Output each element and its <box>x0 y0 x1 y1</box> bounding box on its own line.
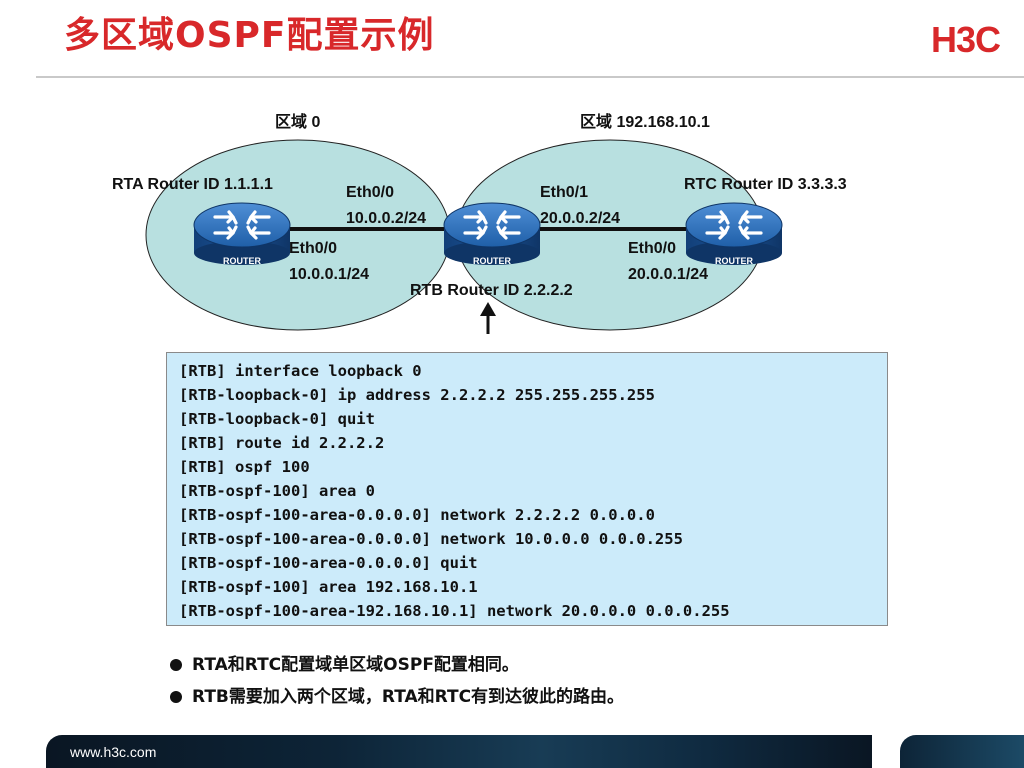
up-arrow-icon <box>480 302 496 334</box>
config-line: [RTB] interface loopback 0 <box>179 362 422 380</box>
bullet-dot-icon <box>170 659 182 671</box>
bullet-item: RTB需要加入两个区域，RTA和RTC有到达彼此的路由。 <box>168 686 624 718</box>
title-divider <box>36 76 1024 78</box>
rtc-router-id: RTC Router ID 3.3.3.3 <box>684 176 847 193</box>
rtc-eth0-0-ip: 20.0.0.1/24 <box>628 266 709 283</box>
config-line: [RTB-ospf-100] area 192.168.10.1 <box>179 578 478 596</box>
router-caption: ROUTER <box>715 256 754 266</box>
config-line: [RTB-ospf-100-area-0.0.0.0] quit <box>179 554 478 572</box>
router-rtb: ROUTER <box>442 201 542 267</box>
slide-title: 多区域OSPF配置示例 <box>64 15 435 56</box>
config-line: [RTB-ospf-100-area-0.0.0.0] network 2.2.… <box>179 506 655 524</box>
rtb-eth0-0-name: Eth0/0 <box>346 184 395 201</box>
bullet-dot-icon <box>170 691 182 703</box>
footer-tab <box>900 735 1024 768</box>
rtc-eth0-0-name: Eth0/0 <box>628 240 677 257</box>
router-rta: ROUTER <box>192 201 292 267</box>
bullet-text: RTB需要加入两个区域，RTA和RTC有到达彼此的路由。 <box>192 687 625 707</box>
area-0-label: 区域 0 <box>275 114 321 131</box>
area-0-region <box>145 139 451 331</box>
rta-eth0-0-ip: 10.0.0.1/24 <box>289 266 370 283</box>
rta-eth0-0-name: Eth0/0 <box>289 240 338 257</box>
config-line: [RTB-loopback-0] quit <box>179 410 375 428</box>
rtb-eth0-0-ip: 10.0.0.2/24 <box>346 210 427 227</box>
bullet-list: RTA和RTC配置域单区域OSPF配置相同。 RTB需要加入两个区域，RTA和R… <box>168 654 624 718</box>
config-line: [RTB] ospf 100 <box>179 458 310 476</box>
footer-banner: www.h3c.com <box>46 735 872 768</box>
rtb-eth0-1-ip: 20.0.0.2/24 <box>540 210 621 227</box>
config-code-box: [RTB] interface loopback 0 [RTB-loopback… <box>166 352 888 626</box>
config-line: [RTB-ospf-100] area 0 <box>179 482 375 500</box>
bullet-text: RTA和RTC配置域单区域OSPF配置相同。 <box>192 655 519 675</box>
config-line: [RTB-ospf-100-area-0.0.0.0] network 10.0… <box>179 530 683 548</box>
config-line: [RTB-loopback-0] ip address 2.2.2.2 255.… <box>179 386 655 404</box>
bullet-item: RTA和RTC配置域单区域OSPF配置相同。 <box>168 654 624 686</box>
router-caption: ROUTER <box>473 256 512 266</box>
router-caption: ROUTER <box>223 256 262 266</box>
config-line: [RTB-ospf-100-area-192.168.10.1] network… <box>179 602 730 620</box>
rtb-router-id: RTB Router ID 2.2.2.2 <box>410 282 573 299</box>
footer-url: www.h3c.com <box>70 744 157 760</box>
h3c-logo: H3C <box>930 19 1001 60</box>
router-rtc: ROUTER <box>684 201 784 267</box>
config-line: [RTB] route id 2.2.2.2 <box>179 434 385 452</box>
rta-router-id: RTA Router ID 1.1.1.1 <box>112 176 273 193</box>
rtb-eth0-1-name: Eth0/1 <box>540 184 589 201</box>
area-192-168-10-1-label: 区域 192.168.10.1 <box>580 114 710 131</box>
